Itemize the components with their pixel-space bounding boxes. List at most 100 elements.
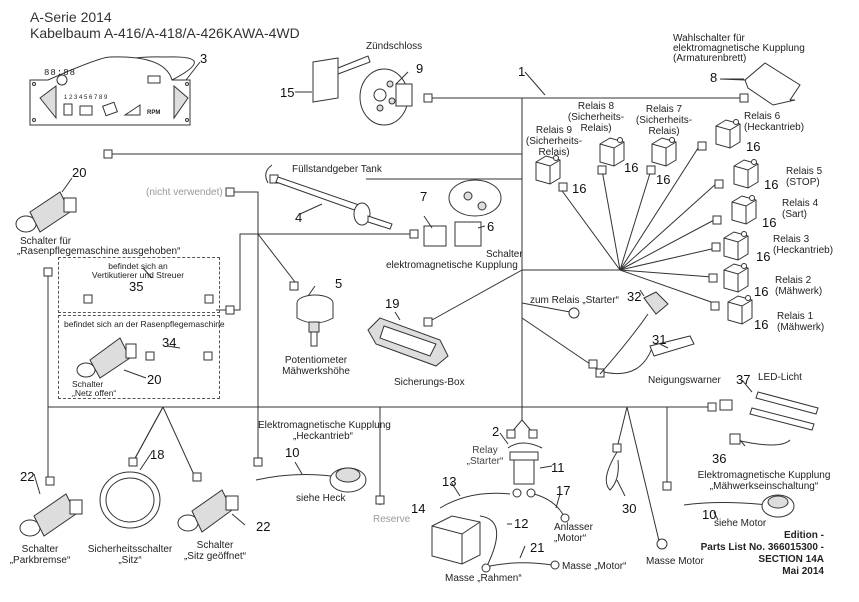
label-mower-clutch-2: „Mähwerkseinschaltung“ <box>709 481 819 492</box>
relay-1-label: Relais 1 (Mähwerk) <box>777 311 824 333</box>
relay-2-name: Relais 2 <box>775 275 812 286</box>
label-seat-safety-2: „Sitz“ <box>118 555 142 566</box>
dashboard-rpm: RPM <box>147 110 161 116</box>
relay-6-part: 16 <box>746 139 761 154</box>
connectors <box>43 93 749 505</box>
label-lift-switch-2: „Rasenpflegemaschine ausgehoben“ <box>17 246 181 257</box>
label-pto-switch-1: Schalter <box>486 249 523 260</box>
pto-switch <box>423 179 502 247</box>
label-park-brake-1: Schalter <box>21 544 59 555</box>
fuse-box <box>367 317 449 367</box>
label-ground-frame: Masse „Rahmen“ <box>445 573 522 584</box>
relay-2-label: Relais 2 (Mähwerk) <box>775 275 822 297</box>
label-mower-clutch-1: Elektromagnetische Kupplung <box>697 470 831 481</box>
diagram-subtitle: Kabelbaum A-416/A-418/A-426KAWA-4WD <box>30 25 300 41</box>
relay-9-label: Relais 9 (Sicherheits- Relais) <box>522 125 586 158</box>
part-number-14: 14 <box>411 501 426 516</box>
part-number-15: 15 <box>280 85 295 100</box>
relay-6-name: Relais 6 <box>744 111 781 122</box>
part-number-9: 9 <box>416 61 424 76</box>
edition-line1: Edition - <box>784 530 824 541</box>
label-relay-starter-1: Relay <box>472 445 498 456</box>
switch-park-brake <box>19 493 83 537</box>
part-number-17: 17 <box>556 483 571 498</box>
relay-9-part: 16 <box>572 181 587 196</box>
label-relay-starter-2: „Starter“ <box>466 456 504 467</box>
relay-4-label: Relais 4 (Sart) <box>782 198 818 220</box>
label-selector-1: Wahlschalter für <box>673 33 745 44</box>
relay-7-part: 16 <box>656 172 671 187</box>
relay-8-name: Relais 8 <box>577 101 615 112</box>
starter-relay <box>507 442 543 498</box>
relay-5-sub1: (STOP) <box>786 177 820 188</box>
label-selector-2: elektromagnetische Kupplung <box>673 43 805 54</box>
edition-line3: SECTION 14A <box>758 554 824 565</box>
part-number-4: 4 <box>295 210 303 225</box>
ignition-key <box>312 55 371 103</box>
part-number-6: 6 <box>487 219 495 234</box>
box-dethatcher <box>58 257 220 313</box>
relay-4-sub1: (Sart) <box>782 209 807 220</box>
relay-icons <box>535 119 759 325</box>
part-number-31: 31 <box>652 332 667 347</box>
relay-7-label: Relais 7 (Sicherheits- Relais) <box>632 104 696 137</box>
relay-6-sub1: (Heckantrieb) <box>744 122 805 133</box>
relay-8-part: 16 <box>624 160 639 175</box>
relay-1-name: Relais 1 <box>777 311 814 322</box>
selector-switch <box>722 62 801 106</box>
part-number-8: 8 <box>710 70 718 85</box>
label-seat-open-2: „Sitz geöffnet“ <box>183 551 247 562</box>
seat-safety-switch <box>99 471 161 529</box>
relay-9-sub2: Relais) <box>538 147 570 158</box>
part-number-1: 1 <box>518 64 526 79</box>
part-number-13: 13 <box>442 474 457 489</box>
relay-9-sub1: (Sicherheits- <box>525 136 583 147</box>
ignition-switch <box>359 68 413 126</box>
label-led-light: LED-Licht <box>758 372 802 383</box>
relay-1-sub1: (Mähwerk) <box>777 322 825 333</box>
label-pto-switch-2: elektromagnetische Kupplung <box>386 260 518 271</box>
label-rear-clutch-1: Elektromagnetische Kupplung <box>258 420 391 431</box>
relay-7-sub2: Relais) <box>648 126 680 137</box>
relay-5-name: Relais 5 <box>786 166 823 177</box>
label-seat-open-1: Schalter <box>196 540 234 551</box>
diagram-title: A-Serie 2014 <box>30 9 112 25</box>
label-lift-switch-1: Schalter für <box>20 236 72 247</box>
relay-4-part: 16 <box>762 215 777 230</box>
part-number-11: 11 <box>551 460 565 475</box>
label-reserve: Reserve <box>373 514 411 525</box>
potentiometer <box>296 294 334 347</box>
label-park-brake-2: „Parkbremse“ <box>9 555 71 566</box>
dashboard-display <box>29 56 195 126</box>
note-35-2: Vertikutierer und Streuer <box>91 270 185 280</box>
part-number-36: 36 <box>712 451 727 466</box>
edition-line2: Parts List No. 366015300 - <box>700 542 824 553</box>
relay-7-sub1: (Sicherheits- <box>635 115 693 126</box>
relay-2-part: 16 <box>754 284 769 299</box>
switch-seat-open <box>177 489 239 533</box>
part-number-18: 18 <box>150 447 165 462</box>
switch-net-open <box>76 337 137 379</box>
part-number-20b: 20 <box>147 372 162 387</box>
label-potentiometer-2: Mähwerkshöhe <box>282 366 350 377</box>
label-seat-safety-1: Sicherheitsschalter <box>87 544 173 555</box>
sensor-wire <box>605 451 619 491</box>
led-lights <box>719 391 819 446</box>
fuel-sender <box>265 164 393 230</box>
part-number-32: 32 <box>627 289 642 304</box>
part-number-12: 12 <box>514 516 529 531</box>
relay-8-sub2: Relais) <box>580 123 612 134</box>
harness-wires <box>47 97 745 546</box>
relay-3-sub1: (Heckantrieb) <box>773 245 834 256</box>
label-tilt-warner: Neigungswarner <box>648 375 721 386</box>
battery <box>431 492 570 573</box>
mower-clutch <box>683 494 795 518</box>
relay-8-label: Relais 8 (Sicherheits- Relais) <box>564 101 628 134</box>
relay-6-label: Relais 6 (Heckantrieb) <box>744 111 804 133</box>
label-net-open-2: „Netz offen“ <box>72 388 117 398</box>
label-starter-motor-2: „Motor“ <box>554 533 587 544</box>
part-number-30: 30 <box>622 501 637 516</box>
ground-ring <box>656 538 668 550</box>
box-lawn-care-machine <box>58 315 220 399</box>
relay-8-sub1: (Sicherheits- <box>567 112 625 123</box>
